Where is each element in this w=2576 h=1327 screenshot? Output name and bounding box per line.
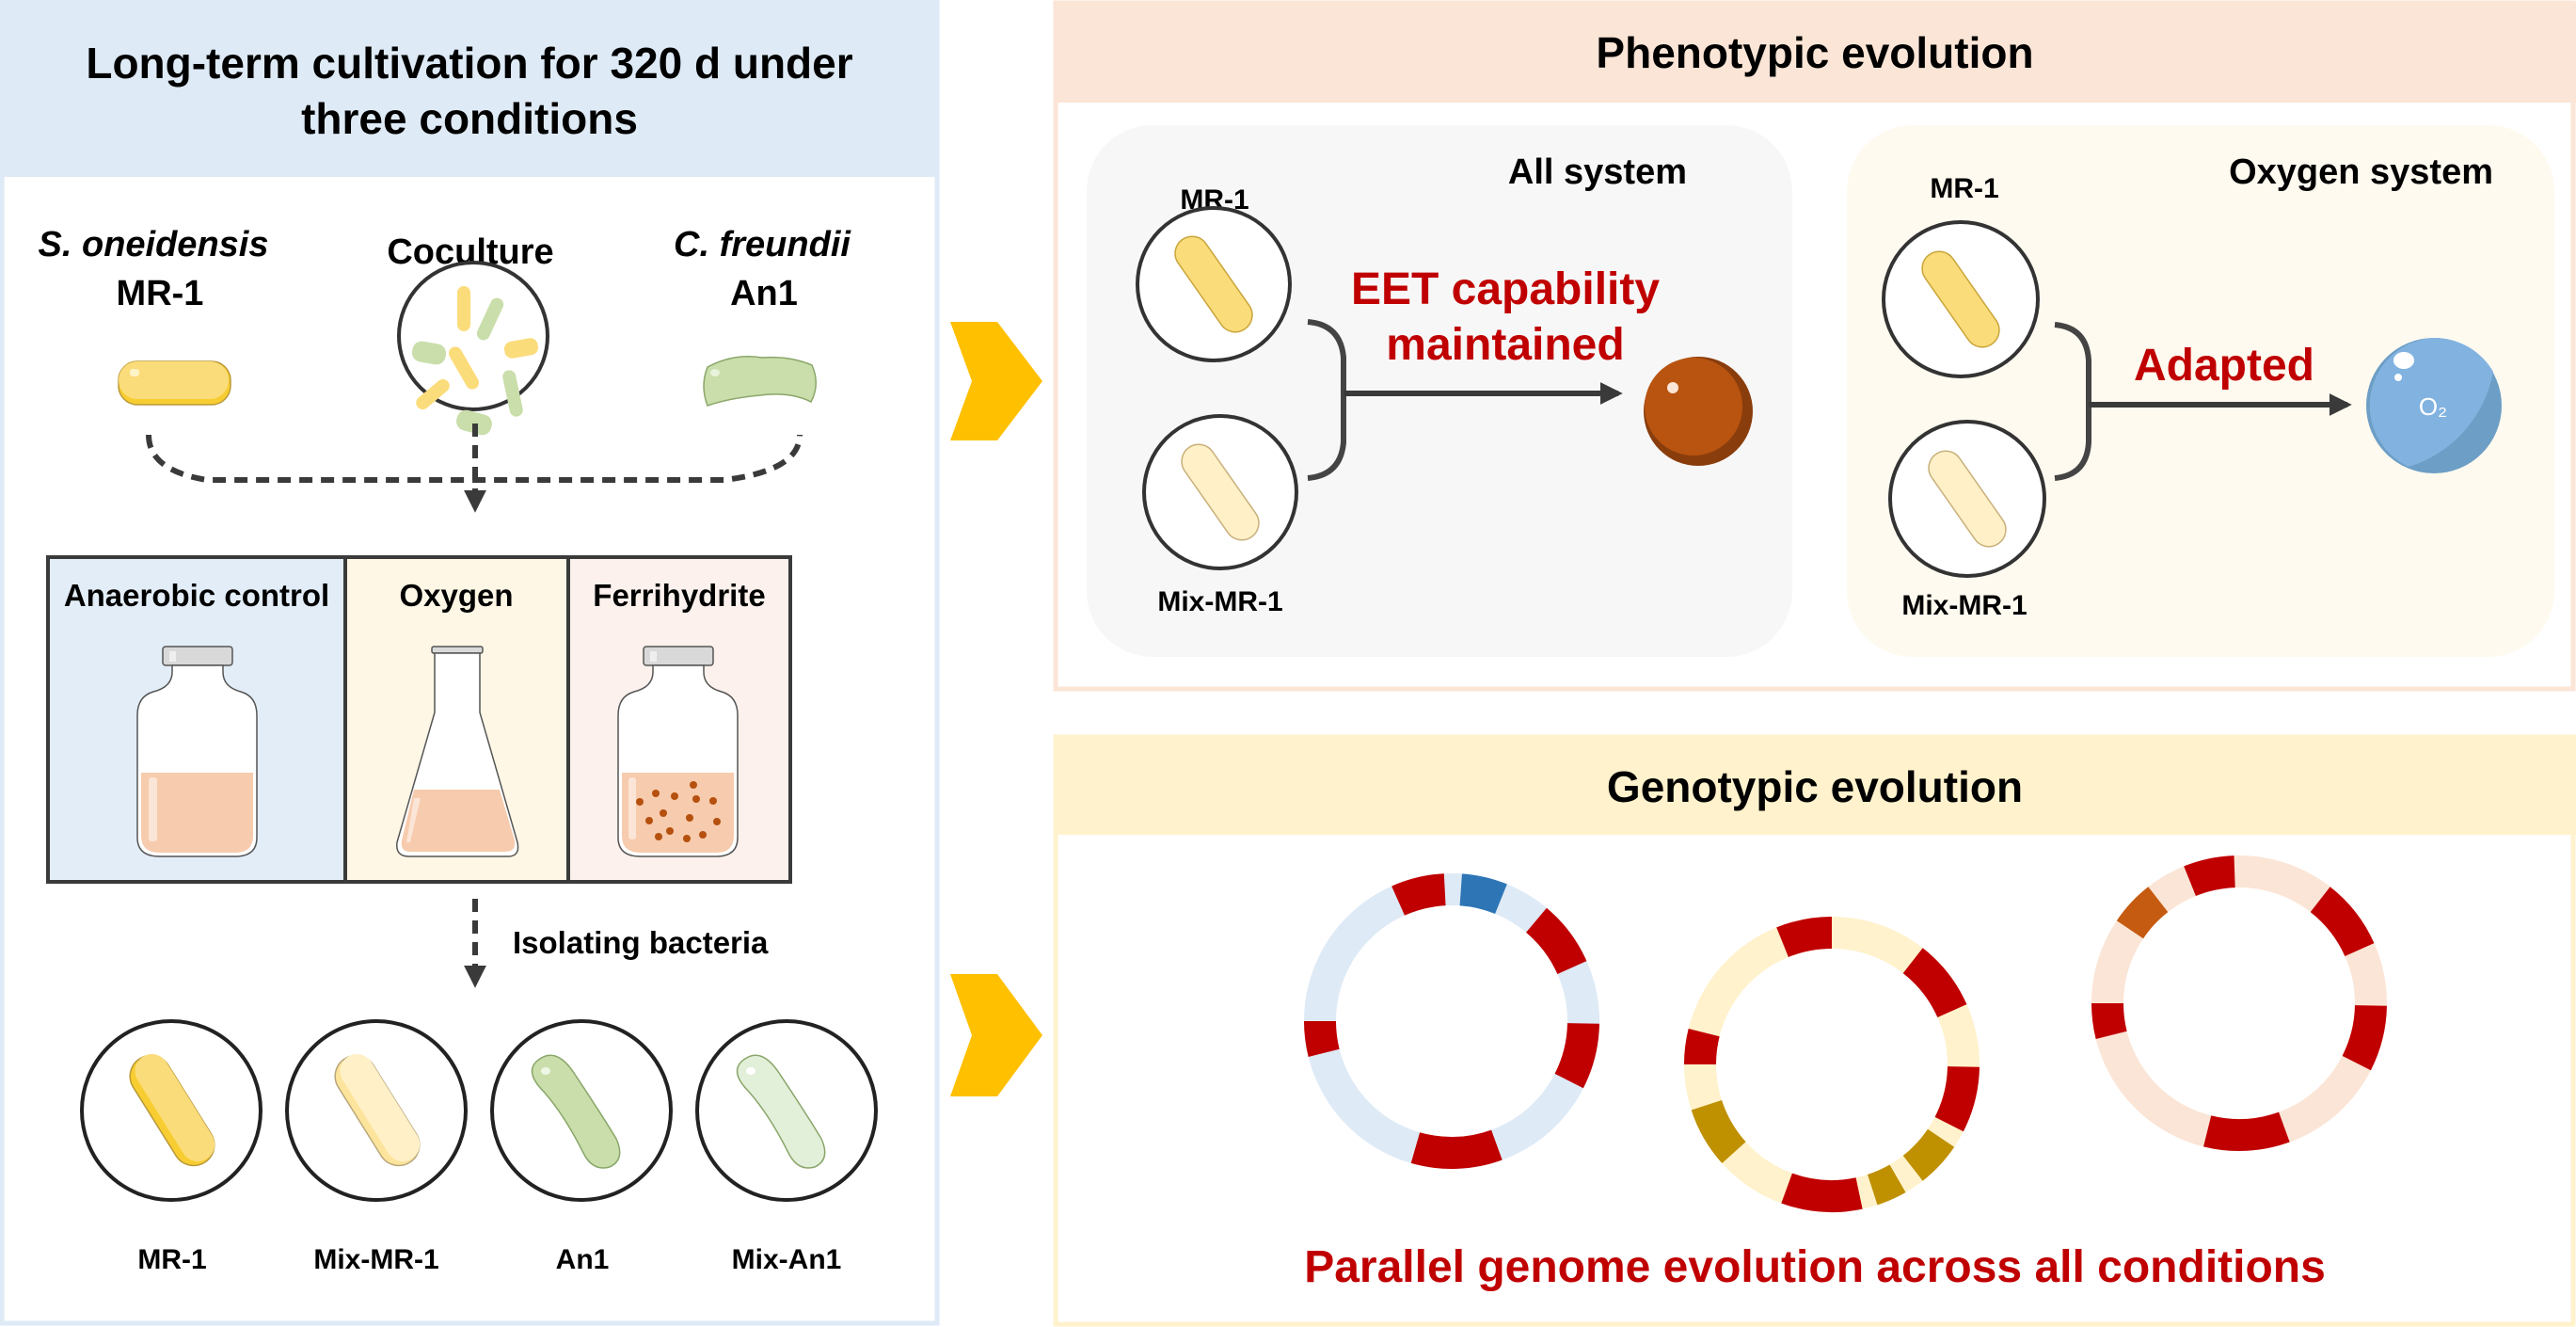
isolate-mix-an1: Mix-An1: [695, 1019, 878, 1275]
mutation-segment: [1391, 873, 1446, 916]
mutation-segment: [2310, 887, 2375, 956]
iron-particle-icon: [1644, 357, 1753, 466]
condition-label-anaerobic: Anaerobic control: [64, 578, 329, 613]
serum-bottle-icon: [136, 646, 258, 857]
arrow-to-genotypic: [950, 974, 1042, 1096]
mr1-cell-icon: [118, 360, 231, 406]
oxygen-system-mix-mr1-label: Mix-MR-1: [1901, 590, 2027, 621]
oxygen-system-mr1-cell-icon: [1921, 250, 2000, 348]
mutation-segment: [1554, 1023, 1599, 1089]
mutation-segment: [1691, 1100, 1746, 1164]
mutation-segment: [1781, 1173, 1863, 1213]
all-system-title: All system: [1508, 152, 1687, 192]
mutation-segment: [1902, 948, 1967, 1017]
mutation-segment: [1902, 1128, 1955, 1181]
isolate-label-mix-mr1: Mix-MR-1: [313, 1244, 438, 1275]
all-system-mix-mr1-cell-icon: [1181, 443, 1260, 541]
mutation-segment: [1934, 1066, 1980, 1132]
arrow-to-phenotypic: [950, 322, 1042, 440]
isolate-label-mix-an1: Mix-An1: [732, 1244, 842, 1275]
genome-ring: [1684, 917, 1980, 1213]
mutation-segment: [1459, 873, 1507, 914]
mutation-segment: [1776, 917, 1832, 957]
mutation-segment: [1304, 1021, 1340, 1057]
c-freundii-species-label: C. freundii: [674, 225, 851, 264]
mutation-segment: [2184, 855, 2235, 896]
eet-result-line2: maintained: [1386, 320, 1624, 370]
mutation-segment: [2342, 1005, 2387, 1071]
genome-rings: [1304, 855, 2387, 1213]
genome-ring: [2091, 855, 2387, 1151]
isolate-an1: An1: [490, 1019, 673, 1275]
an1-cell-icon: [703, 356, 817, 407]
mutation-segment: [1410, 1129, 1503, 1169]
mutation-segment: [2203, 1111, 2290, 1151]
left-panel-title-line1: Long-term cultivation for 320 d under: [86, 39, 852, 88]
ferrihydrite-particles: [636, 781, 721, 842]
phenotypic-panel-header: [1054, 2, 2576, 103]
erlenmeyer-flask-icon: [396, 646, 519, 857]
genome-ring: [1304, 873, 1599, 1169]
oxygen-system-bracket: [2054, 322, 2091, 481]
oxygen-system-title: Oxygen system: [2229, 152, 2493, 192]
phenotypic-panel: Phenotypic evolution All system MR-1 Mix…: [1053, 0, 2576, 692]
ferrihydrite-bottle-icon: [617, 646, 739, 857]
adapted-result: Adapted: [2134, 341, 2314, 391]
condition-label-ferrihydrite: Ferrihydrite: [593, 578, 765, 613]
conditions-box: Anaerobic control Oxygen Ferrihydrite: [46, 555, 792, 884]
oxygen-system-mix-mr1-cell-icon: [1928, 450, 2007, 548]
all-system-box: All system MR-1 Mix-MR-1 EET capability …: [1087, 125, 1792, 657]
mutation-segment: [2091, 1003, 2127, 1039]
c-freundii-strain-label: An1: [730, 274, 798, 313]
left-panel-header: [2, 2, 937, 177]
isolate-mr1: MR-1: [80, 1019, 262, 1275]
genotypic-panel: Genotypic evolution Parallel genome evol…: [1053, 734, 2576, 1327]
mutation-segment: [1684, 1029, 1720, 1064]
merge-dashed-connector: [146, 424, 803, 513]
mutation-segment: [1526, 907, 1587, 974]
isolating-bacteria-label: Isolating bacteria: [513, 925, 769, 960]
genotypic-caption: Parallel genome evolution across all con…: [1304, 1242, 2326, 1292]
coculture-dish-icon: [397, 261, 549, 436]
isolate-label-mr1: MR-1: [137, 1244, 206, 1275]
s-oneidensis-strain-label: MR-1: [117, 274, 204, 313]
phenotypic-title: Phenotypic evolution: [1596, 28, 2033, 77]
eet-result-line1: EET capability: [1351, 264, 1660, 314]
mutation-segment: [1868, 1164, 1906, 1206]
all-system-mr1-cell-icon: [1174, 235, 1253, 333]
genotypic-title: Genotypic evolution: [1607, 762, 2023, 811]
mutation-segment: [2116, 887, 2169, 939]
all-system-mix-mr1-label: Mix-MR-1: [1157, 586, 1282, 617]
oxygen-bubble-icon: O₂: [2366, 337, 2502, 473]
left-panel-title-line2: three conditions: [301, 94, 638, 143]
oxygen-label: O₂: [2419, 392, 2447, 421]
s-oneidensis-species-label: S. oneidensis: [39, 225, 269, 264]
all-system-bracket: [1307, 319, 1346, 481]
isolate-label-an1: An1: [556, 1244, 610, 1275]
oxygen-system-box: Oxygen system MR-1 Mix-MR-1 Adapted O₂: [1847, 125, 2554, 657]
condition-label-oxygen: Oxygen: [399, 578, 513, 613]
oxygen-system-mr1-label: MR-1: [1930, 173, 1998, 204]
isolate-mix-mr1: Mix-MR-1: [285, 1019, 468, 1275]
left-panel: Long-term cultivation for 320 d under th…: [0, 0, 940, 1326]
genotypic-panel-header: [1054, 735, 2576, 835]
